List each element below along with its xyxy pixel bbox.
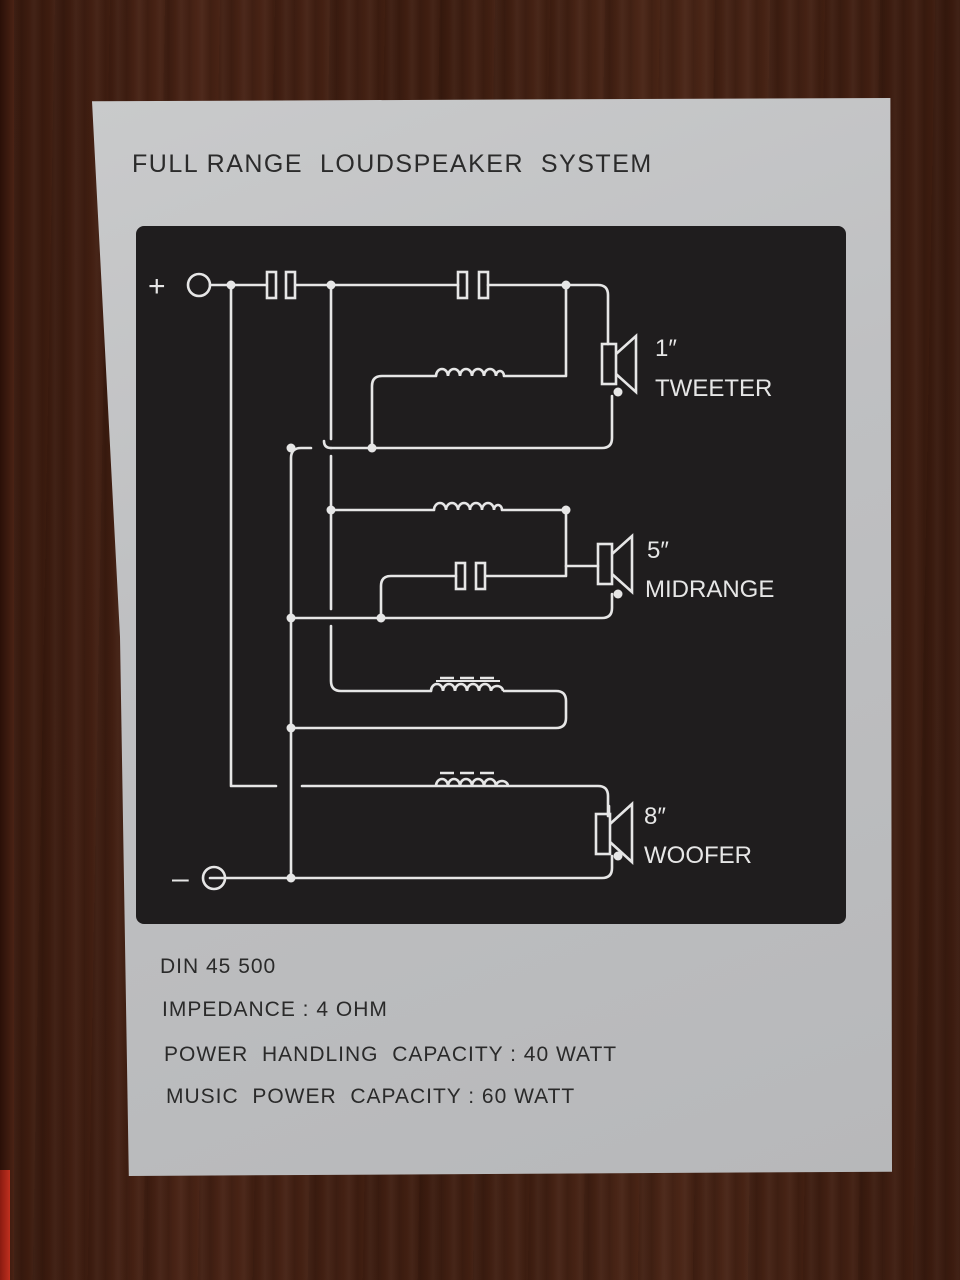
crossover-circuit-diagram: + – 1″ TWEETER 5″ MIDRANGE 8″ WOOFER: [148, 270, 774, 895]
wood-background: [0, 0, 14, 1280]
midrange-label: MIDRANGE: [645, 576, 774, 603]
tweeter-label: TWEETER: [655, 375, 772, 402]
spec-power-handling: POWER HANDLING CAPACITY : 40 WATT: [164, 1043, 618, 1066]
spec-music-power: MUSIC POWER CAPACITY : 60 WATT: [166, 1085, 576, 1108]
midrange-size: 5″: [647, 537, 669, 564]
speaker-icon: [594, 333, 638, 865]
tweeter-size: 1″: [655, 335, 677, 362]
spec-impedance: IMPEDANCE : 4 OHM: [162, 998, 388, 1021]
label-title: FULL RANGE LOUDSPEAKER SYSTEM: [132, 150, 653, 178]
red-edge-strip: [0, 1170, 10, 1280]
terminal-icon: [186, 272, 227, 891]
capacitor-icon: [265, 270, 490, 591]
inductor-icon: [429, 367, 510, 787]
woofer-label: WOOFER: [644, 842, 752, 869]
positive-terminal-label: +: [148, 270, 166, 303]
negative-terminal-label: –: [172, 862, 189, 895]
woofer-size: 8″: [644, 803, 666, 830]
spec-din: DIN 45 500: [160, 955, 277, 978]
